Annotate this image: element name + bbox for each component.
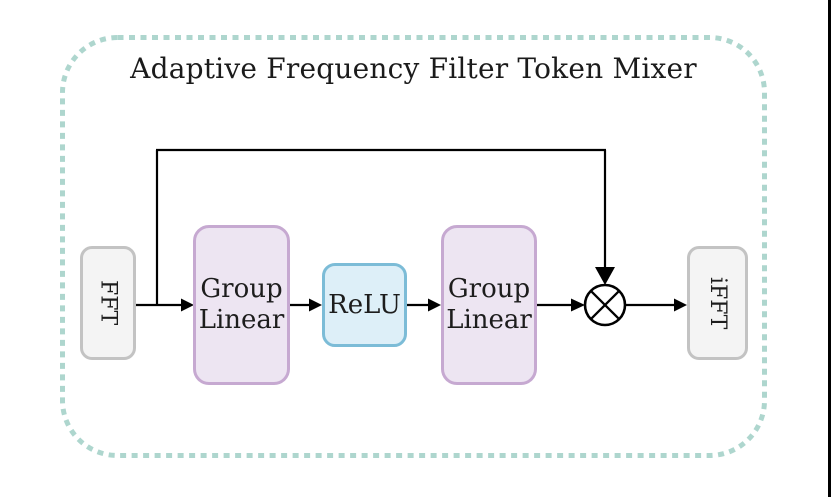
skip-connection-path bbox=[155, 148, 607, 305]
page-crop-edge-line bbox=[828, 0, 831, 497]
group-linear-2-label: Group Linear bbox=[446, 274, 532, 335]
dotted-frame-border bbox=[60, 35, 767, 458]
multiply-cross-stroke-2 bbox=[590, 290, 620, 320]
arrowhead-into-relu-icon bbox=[309, 298, 322, 312]
ifft-block: iFFT bbox=[687, 246, 748, 360]
group-linear-1-label: Group Linear bbox=[198, 274, 285, 335]
arrowhead-into-group-linear-1-icon bbox=[181, 298, 194, 312]
arrowhead-into-multiply-icon bbox=[571, 298, 585, 312]
multiply-icon bbox=[583, 283, 627, 327]
diagram-title: Adaptive Frequency Filter Token Mixer bbox=[130, 52, 697, 85]
skip-connection-arrowhead-icon bbox=[595, 267, 615, 285]
group-linear-1-block: Group Linear bbox=[193, 225, 290, 385]
relu-block: ReLU bbox=[322, 263, 407, 347]
relu-label: ReLU bbox=[328, 290, 401, 320]
arrowhead-into-ifft-icon bbox=[674, 298, 687, 312]
fft-label: FFT bbox=[95, 280, 121, 326]
fft-block: FFT bbox=[80, 246, 136, 360]
group-linear-2-block: Group Linear bbox=[441, 225, 537, 385]
arrowhead-into-group-linear-2-icon bbox=[428, 298, 441, 312]
main-flow-arrowheads bbox=[181, 298, 687, 312]
ifft-label: iFFT bbox=[705, 276, 730, 330]
